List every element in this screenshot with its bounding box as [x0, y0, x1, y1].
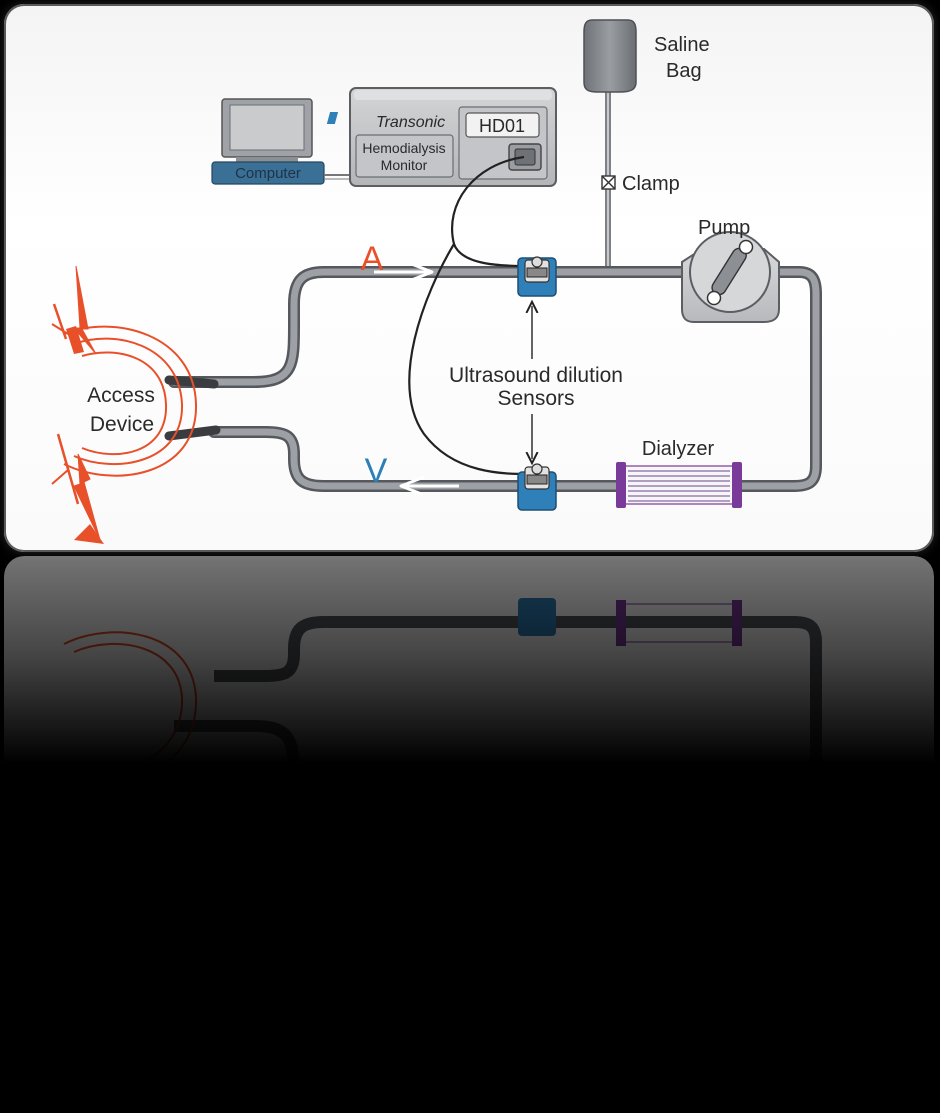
flow-arrow-arterial	[374, 261, 434, 283]
dialyzer	[616, 462, 742, 508]
access-device-label-line1: Access	[87, 384, 155, 407]
computer-icon	[211, 98, 325, 185]
clamp-label: Clamp	[622, 173, 680, 195]
monitor-label-line2: Monitor	[381, 157, 428, 173]
access-device	[51, 323, 198, 485]
brand-label: Transonic	[376, 114, 445, 131]
transonic-logo-icon	[326, 112, 339, 124]
diagram-card: Saline Bag Clamp Computer	[4, 4, 934, 552]
hemodialysis-monitor	[326, 87, 557, 187]
saline-bag	[583, 19, 637, 93]
diagram-reflection	[4, 556, 934, 1104]
sensor-venous	[517, 463, 557, 511]
dialyzer-label: Dialyzer	[642, 438, 715, 460]
sensors-label-line2: Sensors	[497, 387, 574, 410]
sensor-cable	[408, 155, 530, 476]
venous-label: V	[365, 452, 388, 490]
monitor-label-line1: Hemodialysis	[362, 140, 445, 156]
clamp-icon	[601, 175, 616, 190]
saline-bag-label-line2: Bag	[666, 60, 702, 82]
sensor-arterial	[517, 256, 557, 297]
access-device-label-line2: Device	[90, 413, 154, 436]
access-flow-arrows	[52, 265, 104, 544]
flow-arrow-venous	[399, 475, 459, 497]
hemodialysis-circuit-diagram: Saline Bag Clamp Computer	[51, 19, 822, 544]
sensors-label-line1: Ultrasound dilution	[449, 364, 623, 387]
computer-label: Computer	[235, 165, 301, 182]
arterial-label: A	[361, 240, 384, 278]
pump-label: Pump	[698, 217, 750, 239]
saline-bag-label-line1: Saline	[654, 34, 710, 56]
model-label: HD01	[479, 116, 525, 136]
pump	[681, 231, 780, 323]
